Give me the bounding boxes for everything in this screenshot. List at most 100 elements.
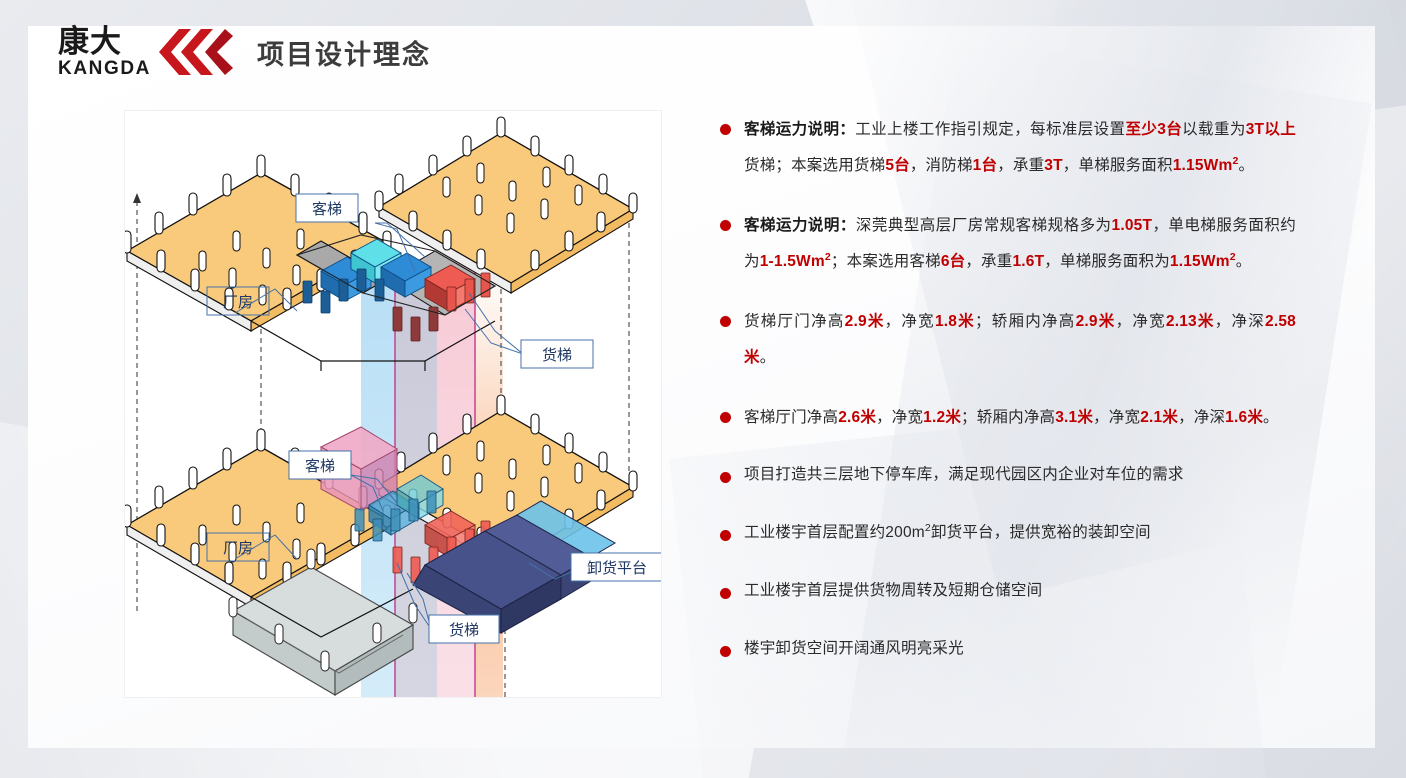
callout-label-factory-lower: 厂房 [223, 540, 253, 557]
bullet-text-segment: 2.13米 [1165, 313, 1215, 330]
bullet-dot-icon [720, 530, 731, 541]
bullet-dot-icon [720, 472, 731, 483]
callout-unloading-platform: 卸货平台 [528, 552, 661, 582]
bullet-text-segment: 项目打造共三层地下停车库，满足现代园区内企业对车位的需求 [744, 466, 1184, 483]
bullet-text-segment: 1.2米 [923, 409, 962, 426]
loading-bay-grey-box [228, 548, 418, 696]
bullet-dot-icon [720, 588, 731, 599]
bullet-unloading-platform: 工业楼宇首层配置约200m2卸货平台，提供宽裕的装卸空间 [716, 518, 1296, 548]
upper-freight-elevators [392, 264, 491, 342]
bullet-daylight: 楼宇卸货空间开阔通风明亮采光 [716, 634, 1296, 664]
bullet-list: 客梯运力说明：工业上楼工作指引规定，每标准层设置至少3台以载重为3T以上货梯；本… [716, 112, 1296, 692]
callout-label-unloading-platform: 卸货平台 [587, 560, 647, 577]
bullet-text-segment: 2 [824, 250, 831, 263]
company-logo: 康大 KANGDA [58, 26, 235, 78]
bullet-text-segment: 以载重为 [1182, 121, 1246, 138]
bullet-text-segment: 2.9米 [1075, 313, 1116, 330]
upper-level [125, 116, 638, 371]
chevron-mark-icon [159, 29, 233, 75]
bullet-text-segment: ，单梯服务面积 [1062, 157, 1173, 174]
bullet-text-segment: ，单电梯服务面积约为 [744, 217, 1296, 270]
bullet-text-segment: 货梯；本案选用货梯 [744, 157, 886, 174]
bullet-passenger-capacity-2: 客梯运力说明：深莞典型高层厂房常规客梯规格多为1.05T，单电梯服务面积约为1-… [716, 208, 1296, 280]
callout-freight-elevator-upper: 货梯 [464, 292, 594, 369]
logo-text-block: 康大 KANGDA [58, 26, 151, 78]
bullet-freight-elevator-dims: 货梯厅门净高2.9米，净宽1.8米；轿厢内净高2.9米，净宽2.13米，净深2.… [716, 304, 1296, 376]
callout-passenger-elevator-lower: 客梯 [288, 450, 398, 512]
bullet-text-segment: ，净宽 [876, 409, 924, 426]
upper-passenger-elevators [302, 238, 432, 314]
bullet-text-segment: 2 [1232, 154, 1239, 167]
callout-label-factory-upper: 厂房 [223, 294, 253, 311]
callout-label-passenger-lower: 客梯 [305, 458, 335, 475]
bullet-text-segment: 1.15Wm [1172, 157, 1233, 174]
callout-factory-upper: 厂房 [206, 286, 298, 316]
bullet-text-segment: 6台 [940, 253, 966, 270]
diagram-callouts: 客梯 厂房 货梯 [206, 193, 661, 644]
bullet-goods-turnover: 工业楼宇首层提供货物周转及短期仓储空间 [716, 576, 1296, 606]
bullet-text-segment: ，承重 [997, 157, 1045, 174]
bullet-text-segment: 工业上楼工作指引规定，每标准层设置 [855, 121, 1126, 138]
bullet-text-segment: ，净宽 [1115, 313, 1166, 330]
bullet-text-segment: 3T以上 [1245, 121, 1297, 138]
bullet-text-segment: ，净宽 [884, 313, 935, 330]
bullet-text-segment: ；轿厢内净高 [961, 409, 1056, 426]
bullet-text-segment: 客梯运力说明： [744, 217, 856, 234]
bullet-text-segment: 1.15Wm [1169, 253, 1230, 270]
bullet-text-segment: ，承重 [965, 253, 1013, 270]
logo-row: 康大 KANGDA [58, 26, 235, 78]
bullet-text-segment: 1.6米 [1225, 409, 1264, 426]
bullet-dot-icon [720, 220, 731, 231]
upper-left-factory-plate [125, 154, 392, 332]
callout-label-freight-upper: 货梯 [542, 347, 572, 364]
bullet-text-segment: 1台 [972, 157, 998, 174]
bullet-text-segment: 5台 [885, 157, 910, 174]
bullet-underground-parking: 项目打造共三层地下停车库，满足现代园区内企业对车位的需求 [716, 460, 1296, 490]
bullet-text-segment: 楼宇卸货空间开阔通风明亮采光 [744, 640, 964, 657]
callout-freight-elevator-lower: 货梯 [396, 562, 500, 644]
bullet-text-segment: 深莞典型高层厂房常规客梯规格多为 [855, 217, 1112, 234]
logo-chinese-name: 康大 [58, 24, 122, 59]
callout-passenger-elevator-upper: 客梯 [295, 193, 426, 272]
bullet-text-segment: ；轿厢内净高 [974, 313, 1076, 330]
bullet-passenger-elevator-dims: 客梯厅门净高2.6米，净宽1.2米；轿厢内净高3.1米，净宽2.1米，净深1.6… [716, 400, 1296, 436]
bullet-text-segment: 客梯厅门净高 [744, 409, 839, 426]
bullet-text-segment: ，净深 [1214, 313, 1265, 330]
bullet-text-segment: ；本案选用客梯 [830, 253, 941, 270]
callout-factory-lower: 厂房 [206, 532, 298, 562]
bullet-text-segment: ，消防梯 [909, 157, 973, 174]
lower-level [125, 394, 638, 696]
bullet-text-segment: 。 [1263, 409, 1279, 426]
lower-corridor-slab [250, 588, 414, 638]
bullet-text-segment: 1.05T [1111, 217, 1153, 234]
lower-passenger-elevators [354, 474, 444, 542]
bullet-text-segment: 工业楼宇首层配置约200m [744, 524, 925, 541]
upper-right-factory-plate [374, 116, 638, 294]
page-title: 项目设计理念 [257, 39, 431, 70]
bullet-text-segment: 。 [1235, 253, 1252, 270]
bullet-text-segment: 1.8米 [934, 313, 975, 330]
bullet-text-segment: 卸货平台，提供宽裕的装卸空间 [930, 524, 1151, 541]
bullet-text-segment: 2.58米 [744, 313, 1296, 366]
bullet-text-segment: 1.6T [1012, 253, 1045, 270]
bullet-dot-icon [720, 412, 731, 423]
bullet-text-segment: ，净宽 [1093, 409, 1141, 426]
bullet-text-segment: 2.6米 [838, 409, 877, 426]
bullet-text-segment: 2 [1229, 250, 1236, 263]
bullet-dot-icon [720, 124, 731, 135]
bullet-dot-icon [720, 646, 731, 657]
slide-header: 康大 KANGDA 项目设计理念 [58, 26, 431, 78]
bullet-text-segment: 2.9米 [844, 313, 885, 330]
bullet-text-segment: 1-1.5Wm [759, 253, 825, 270]
bullet-text-segment: 货梯厅门净高 [744, 313, 845, 330]
bullet-text-segment: 2 [924, 521, 931, 534]
bullet-text-segment: 3.1米 [1055, 409, 1094, 426]
iso-diagram-svg: 客梯 厂房 货梯 [125, 116, 661, 697]
bullet-text-segment: 。 [1238, 157, 1255, 174]
bullet-text-segment: ，净深 [1178, 409, 1226, 426]
bullet-text-segment: 客梯运力说明： [744, 121, 856, 138]
bullet-text-segment: 工业楼宇首层提供货物周转及短期仓储空间 [744, 582, 1043, 599]
bullet-dot-icon [720, 316, 731, 327]
upper-core-block [295, 234, 497, 342]
